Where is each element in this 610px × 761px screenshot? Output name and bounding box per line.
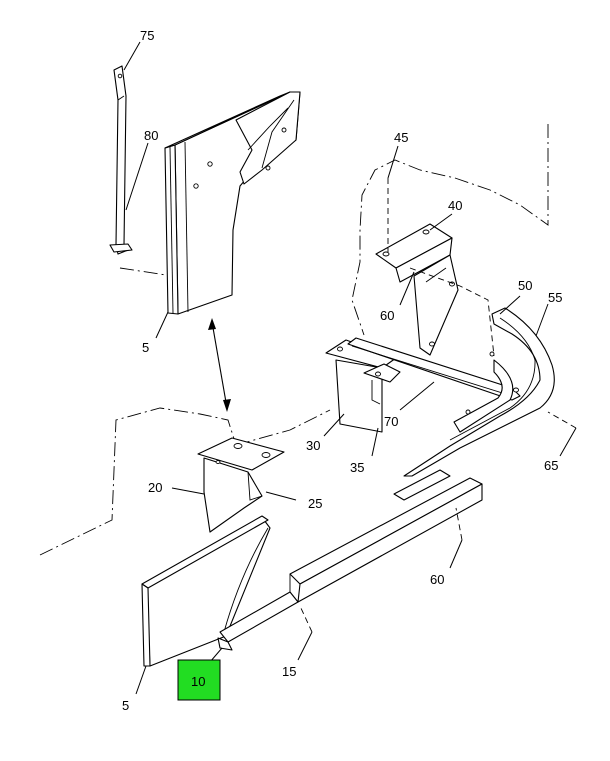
phantom-outline-left: [39, 407, 237, 556]
callout-75: 75: [140, 28, 154, 43]
step-assembly: [217, 477, 483, 651]
fender-arc: [393, 307, 555, 501]
strap-bracket: [109, 65, 133, 255]
brace-70: [347, 337, 521, 401]
bracket-30: [325, 339, 401, 433]
phantom-outline-top-step: [119, 267, 167, 276]
phantom-outline-right: [351, 124, 549, 336]
callout-35: 35: [350, 460, 364, 475]
callout-5-lower: 5: [122, 698, 129, 713]
callout-25: 25: [308, 496, 322, 511]
callout-45: 45: [394, 130, 408, 145]
callout-60-lower: 60: [430, 572, 444, 587]
callout-20: 20: [148, 480, 162, 495]
callout-70: 70: [384, 414, 398, 429]
callout-60-upper: 60: [380, 308, 394, 323]
callout-5-upper: 5: [142, 340, 149, 355]
bracket-20: [197, 437, 285, 533]
splash-panel-upper: [164, 91, 301, 315]
leader-lines: [123, 41, 577, 695]
hidden-line-40: [409, 267, 495, 357]
callout-10[interactable]: 10: [191, 674, 205, 689]
highlight-box-10: [177, 659, 221, 701]
splash-panel-lower: [141, 515, 271, 667]
callout-40: 40: [448, 198, 462, 213]
callout-30: 30: [306, 438, 320, 453]
double-arrow: [208, 318, 231, 412]
callout-65: 65: [544, 458, 558, 473]
phantom-outline-lower: [235, 409, 331, 446]
bracket-40: [375, 223, 459, 356]
callout-55: 55: [548, 290, 562, 305]
callout-50: 50: [518, 278, 532, 293]
callout-80: 80: [144, 128, 158, 143]
callout-15: 15: [282, 664, 296, 679]
